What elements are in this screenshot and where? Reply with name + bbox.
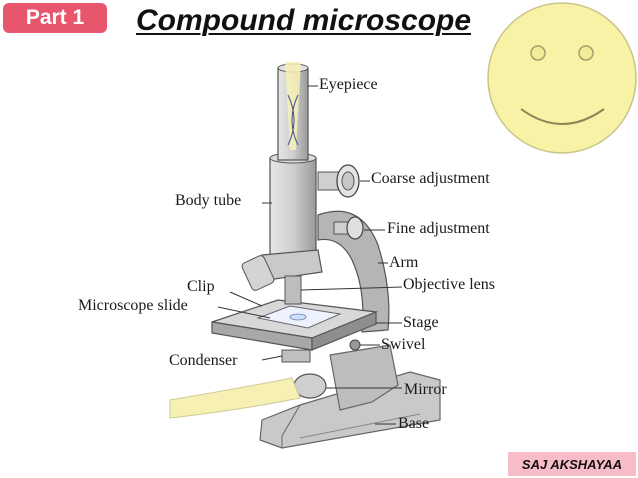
credit-badge: SAJ AKSHAYAA [508, 452, 636, 476]
label-eyepiece: Eyepiece [319, 76, 378, 93]
label-objective-lens: Objective lens [403, 276, 495, 293]
label-swivel: Swivel [381, 336, 426, 353]
page-title: Compound microscope [136, 4, 472, 37]
base-shape [259, 371, 441, 449]
label-base: Base [398, 415, 430, 432]
label-fine-adjustment: Fine adjustment [387, 220, 490, 237]
label-stage: Stage [403, 314, 439, 331]
leader-lines [217, 85, 403, 425]
stand-pillar [329, 344, 399, 411]
arm-shape [317, 210, 390, 333]
fine-knob [333, 216, 364, 240]
label-arm: Arm [389, 254, 419, 271]
label-microscope-slide: Microscope slide [78, 297, 188, 314]
part-badge: Part 1 [3, 3, 107, 33]
label-clip: Clip [187, 278, 215, 295]
label-mirror: Mirror [404, 381, 447, 398]
smiley-face-icon [487, 2, 637, 154]
label-body-tube: Body tube [175, 192, 242, 209]
label-coarse-adjustment: Coarse adjustment [371, 170, 490, 187]
coarse-knob [317, 164, 360, 198]
objective-lens-shape [241, 255, 275, 291]
condenser-shape [281, 349, 311, 363]
label-condenser: Condenser [169, 352, 238, 369]
light-beam [169, 377, 301, 419]
